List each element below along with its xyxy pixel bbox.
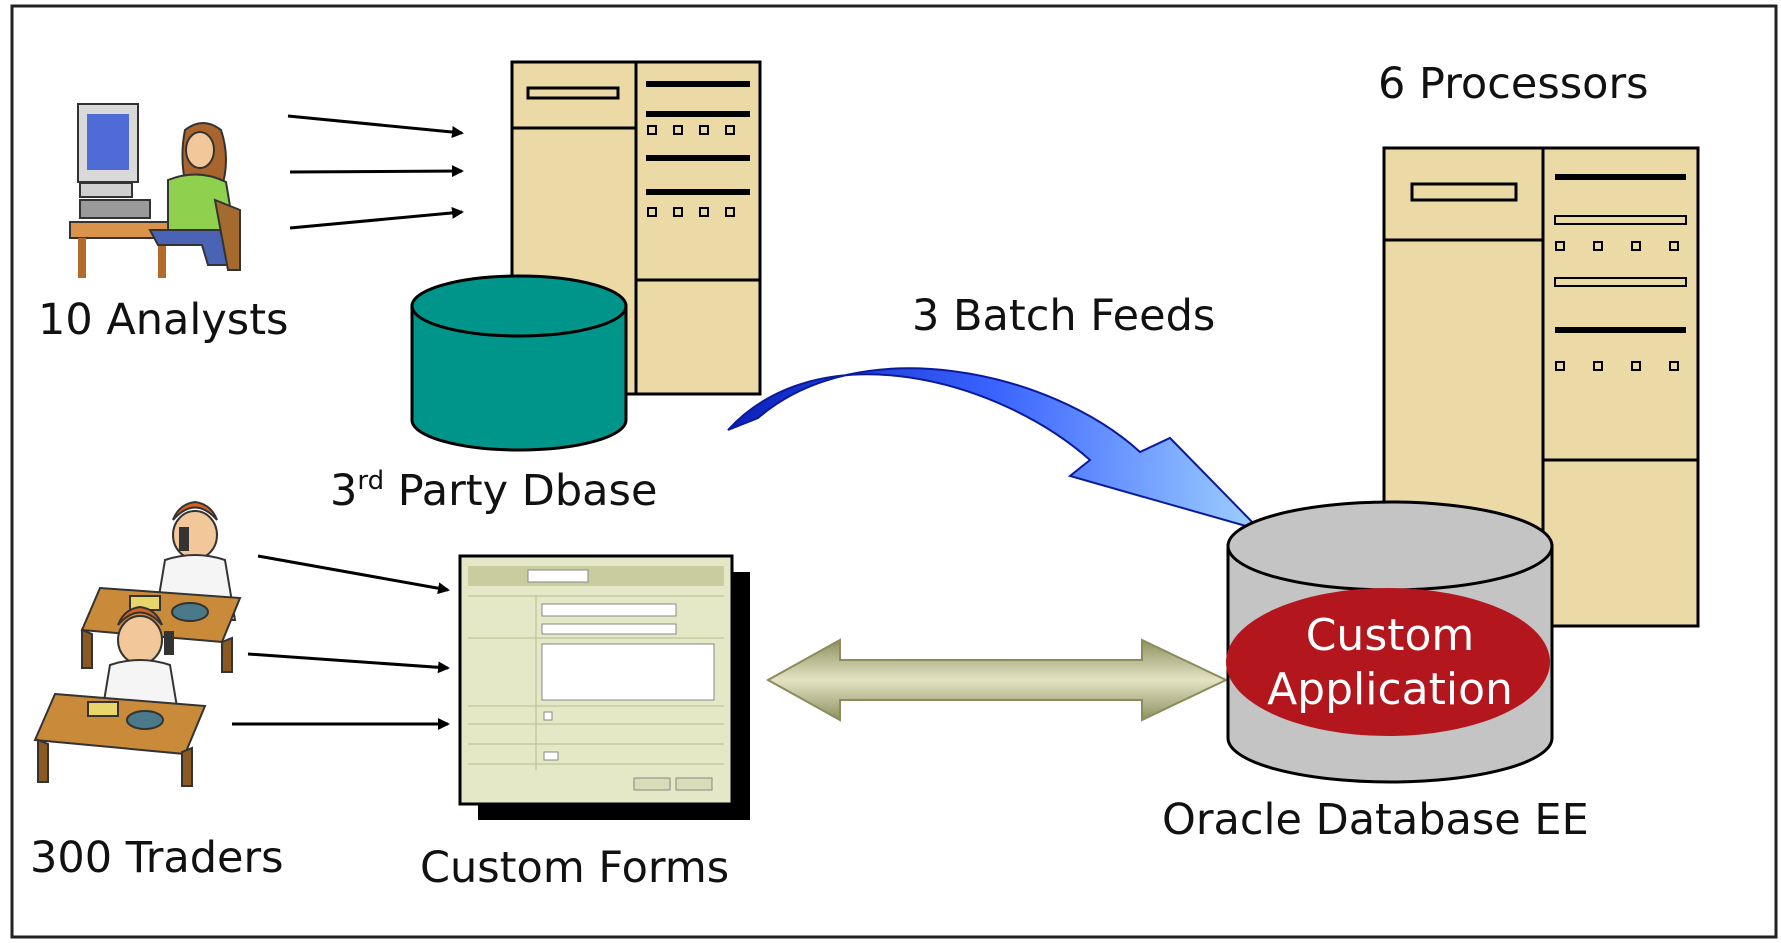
third-party-database-icon xyxy=(410,274,628,452)
oracle-database-icon xyxy=(1226,500,1554,784)
third-party-db-label: 3rd Party Dbase xyxy=(330,466,657,516)
analysts-label: 10 Analysts xyxy=(38,295,288,345)
custom-app-label-line2: Application xyxy=(1267,664,1513,715)
traders-label: 300 Traders xyxy=(30,833,284,883)
bidirectional-arrow xyxy=(765,638,1229,722)
custom-app-label-line1: Custom xyxy=(1306,610,1475,661)
traders-icon xyxy=(33,500,242,787)
custom-forms-label: Custom Forms xyxy=(420,843,729,893)
analyst-arrows xyxy=(287,114,464,230)
processors-label: 6 Processors xyxy=(1378,59,1649,109)
custom-application-ellipse xyxy=(1226,588,1550,736)
custom-forms-icon xyxy=(458,554,750,820)
analyst-computer-icon xyxy=(69,103,241,278)
oracle-db-label: Oracle Database EE xyxy=(1162,795,1589,845)
batch-feed-arrow xyxy=(727,367,1264,532)
batch-feeds-label: 3 Batch Feeds xyxy=(912,291,1215,341)
trader-arrows xyxy=(232,554,450,730)
